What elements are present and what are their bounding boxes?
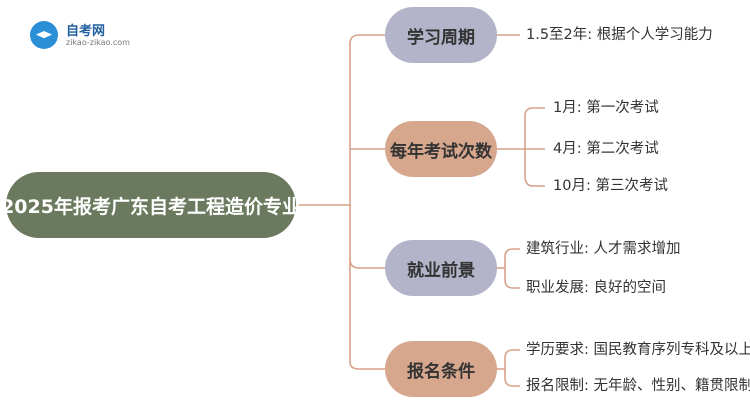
graduation-cap-icon (30, 21, 58, 49)
leaf-career-2: 职业发展: 良好的空间 (526, 280, 666, 296)
leaf-exam-2: 4月: 第二次考试 (553, 141, 659, 157)
leaf-requirement-1: 学历要求: 国民教育序列专科及以上 (526, 342, 750, 358)
leaf-study-period: 1.5至2年: 根据个人学习能力 (526, 27, 713, 43)
logo-name: 自考网 (66, 24, 106, 39)
branch-exam-times: 每年考试次数 (385, 121, 497, 177)
leaf-exam-3: 10月: 第三次考试 (553, 178, 668, 194)
leaf-exam-1: 1月: 第一次考试 (553, 100, 659, 116)
logo-url: zikao-zikao.com (66, 38, 130, 47)
leaf-career-1: 建筑行业: 人才需求增加 (526, 241, 681, 257)
branch-career-prospects: 就业前景 (385, 240, 497, 296)
root-topic: 2025年报考广东自考工程造价专业 (1, 172, 301, 238)
leaf-requirement-2: 报名限制: 无年龄、性别、籍贯限制 (526, 378, 750, 394)
branch-study-period: 学习周期 (385, 7, 497, 63)
branch-requirements: 报名条件 (385, 341, 497, 397)
site-logo[interactable]: 自考网 zikao-zikao.com (30, 18, 150, 50)
